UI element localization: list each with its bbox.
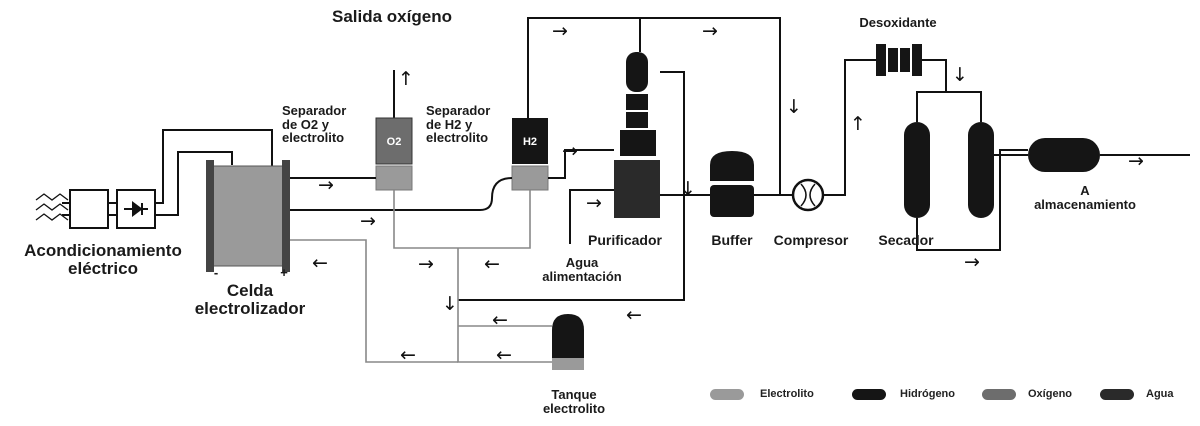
deoxidizer xyxy=(876,44,922,76)
arrow-cell-h2: → xyxy=(360,210,376,232)
legend-label-electrolito: Electrolito xyxy=(760,388,814,400)
label-secador: Secador xyxy=(878,232,934,248)
cell-minus-terminal: - xyxy=(213,265,219,280)
arrow-return-right: → xyxy=(418,253,434,275)
electrolyte-piping xyxy=(290,190,552,363)
purifier-column xyxy=(614,18,660,218)
arrow-storage-out: → xyxy=(1128,150,1144,172)
arrow-h2-down: ↓ xyxy=(786,96,802,118)
o2-separator xyxy=(375,70,413,191)
electrolyzer-cell xyxy=(206,160,290,272)
arrow-purif-down: ↓ xyxy=(680,178,696,200)
arrow-oxygen-up: ↑ xyxy=(398,68,414,90)
legend-swatch-oxigeno xyxy=(982,389,1016,400)
label-almacenamiento: A almacenamiento xyxy=(1034,183,1136,212)
label-tanque-electrolito: Tanque electrolito xyxy=(542,387,606,416)
label-separador-h2: Separador de H2 y electrolito xyxy=(426,103,491,146)
label-purificador: Purificador xyxy=(588,232,662,248)
label-compresor: Compresor xyxy=(773,232,849,248)
buffer-tank xyxy=(710,151,754,217)
label-buffer: Buffer xyxy=(711,232,753,248)
dryer-columns xyxy=(904,122,994,218)
h2-chip-label: H2 xyxy=(522,136,538,148)
electrolyte-tank xyxy=(552,314,584,370)
piping xyxy=(290,17,1190,301)
h2-separator xyxy=(511,17,640,191)
legend-label-agua: Agua xyxy=(1146,388,1174,400)
legend-swatch-electrolito xyxy=(710,389,744,400)
label-separador-o2: Separador de O2 y electrolito xyxy=(282,103,347,146)
label-celda: Celda electrolizador xyxy=(194,281,306,318)
legend-swatch-hidrogeno xyxy=(852,389,886,400)
arrow-h2-right-mid: → xyxy=(562,140,578,162)
legend-label-hidrogeno: Hidrógeno xyxy=(900,388,955,400)
o2-chip-label: O2 xyxy=(386,136,402,148)
arrow-left-tank-4: ← xyxy=(496,344,512,366)
arrow-left-tank-1: ← xyxy=(492,309,508,331)
legend-swatch-agua xyxy=(1100,389,1134,400)
arrow-cell-o2: → xyxy=(318,174,334,196)
arrow-down-tank: ↓ xyxy=(442,293,458,315)
label-salida-oxigeno: Salida oxígeno xyxy=(332,7,452,26)
arrow-left-tank-2: ← xyxy=(626,304,642,326)
compressor xyxy=(791,178,825,212)
arrow-h2-top-2: → xyxy=(702,20,718,42)
power-conditioning-unit xyxy=(35,129,273,229)
arrow-deox-down: ↓ xyxy=(952,64,968,86)
arrow-h2-top: → xyxy=(552,20,568,42)
arrow-return-left-1: ← xyxy=(312,252,328,274)
arrow-dryer-out: → xyxy=(964,251,980,273)
arrow-left-tank-3: ← xyxy=(400,344,416,366)
label-agua-alimentacion: Agua alimentación xyxy=(542,255,622,284)
arrow-return-left-2: ← xyxy=(484,253,500,275)
arrow-water-in: → xyxy=(586,192,602,214)
label-acondicionamiento: Acondicionamiento eléctrico xyxy=(24,241,182,278)
legend-label-oxigeno: Oxígeno xyxy=(1028,388,1073,400)
cell-plus-terminal: + xyxy=(280,265,288,280)
storage-tank xyxy=(1028,138,1100,172)
arrow-compressor-up: ↑ xyxy=(850,113,866,135)
label-desoxidante: Desoxidante xyxy=(859,15,937,30)
